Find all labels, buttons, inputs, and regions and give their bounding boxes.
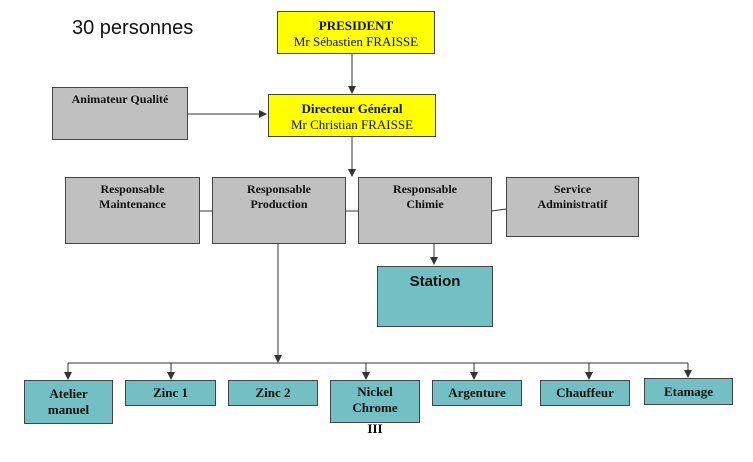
- chauffeur-box: Chauffeur: [540, 380, 630, 406]
- president-title: PRESIDENT: [318, 18, 394, 33]
- station-box: Station: [377, 266, 493, 327]
- animateur-qualite-box: Animateur Qualité: [52, 87, 188, 140]
- responsable-chimie-box: Responsable Chimie: [358, 177, 492, 244]
- directeur-box: Directeur Général Mr Christian FRAISSE: [268, 94, 436, 137]
- box-line: Atelier: [49, 386, 88, 401]
- president-box: PRESIDENT Mr Sébastien FRAISSE: [277, 11, 435, 54]
- atelier-manuel-box: Atelier manuel: [24, 380, 113, 424]
- argenture-box: Argenture: [432, 380, 522, 406]
- station-label: Station: [409, 273, 461, 290]
- box-line: Nickel: [357, 384, 393, 399]
- box-line: Chauffeur: [556, 385, 614, 400]
- etamage-box: Etamage: [644, 378, 733, 405]
- directeur-title: Directeur Général: [301, 101, 403, 116]
- box-line: Service: [553, 182, 592, 196]
- box-line: Responsable: [100, 182, 165, 196]
- directeur-name: Mr Christian FRAISSE: [290, 117, 414, 132]
- box-line: Responsable: [392, 182, 457, 196]
- nickel-chrome-overflow-text: III: [367, 421, 383, 436]
- box-line: Etamage: [663, 383, 714, 399]
- box-line: Argenture: [448, 385, 506, 400]
- animateur-qualite-label: Animateur Qualité: [71, 92, 169, 106]
- box-line: Administratif: [537, 197, 608, 211]
- box-line: Zinc 1: [152, 385, 189, 400]
- president-name: Mr Sébastien FRAISSE: [293, 34, 419, 49]
- box-line: Maintenance: [99, 197, 166, 211]
- zinc-2-box: Zinc 2: [228, 380, 318, 406]
- responsable-maintenance-box: Responsable Maintenance: [65, 177, 200, 244]
- zinc-1-box: Zinc 1: [125, 380, 216, 406]
- nickel-chrome-box: Nickel Chrome: [330, 380, 420, 423]
- connector-chimie-administratif: [491, 208, 507, 212]
- box-line: Chrome: [352, 400, 398, 415]
- box-line: Production: [250, 197, 308, 211]
- service-administratif-box: Service Administratif: [506, 177, 639, 237]
- box-line: Zinc 2: [255, 385, 291, 400]
- box-line: manuel: [47, 402, 90, 417]
- box-line: Chimie: [406, 197, 444, 211]
- responsable-production-box: Responsable Production: [212, 177, 346, 244]
- headcount-label: 30 personnes: [72, 17, 194, 39]
- box-line: Responsable: [246, 182, 311, 196]
